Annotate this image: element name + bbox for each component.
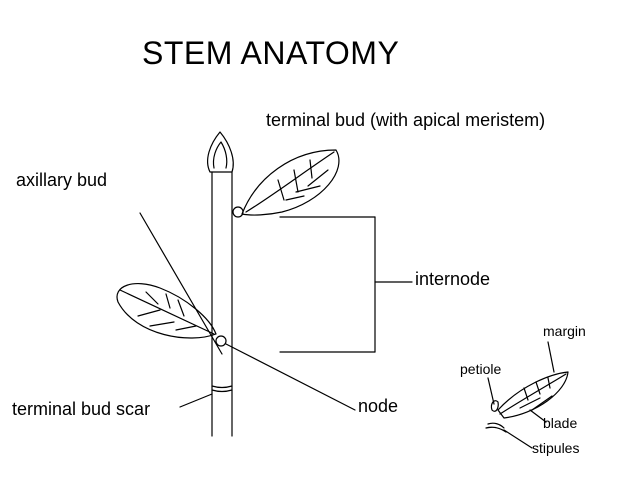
- page-title: STEM ANATOMY: [142, 35, 400, 71]
- label-petiole: petiole: [460, 361, 502, 377]
- terminal-bud-scar-rings: [212, 386, 232, 392]
- stem: [212, 172, 232, 436]
- internode-bracket: [280, 217, 412, 352]
- label-stipules: stipules: [532, 440, 580, 456]
- label-node: node: [358, 396, 399, 416]
- lower-axillary-bud: [216, 336, 226, 346]
- label-axillary-bud: axillary bud: [16, 170, 108, 190]
- label-margin: margin: [543, 323, 586, 339]
- inset-pointer-lines: [488, 342, 554, 448]
- label-internode: internode: [415, 269, 491, 289]
- inset-leaf: [486, 372, 568, 432]
- terminal-bud: [208, 132, 234, 172]
- label-terminal-bud: terminal bud (with apical meristem): [266, 110, 546, 130]
- label-blade: blade: [543, 415, 578, 431]
- lower-leaf: [117, 284, 216, 338]
- upper-leaf: [242, 150, 339, 215]
- upper-axillary-bud: [233, 207, 243, 217]
- label-terminal-bud-scar: terminal bud scar: [12, 399, 151, 419]
- pointer-lines: [140, 213, 355, 410]
